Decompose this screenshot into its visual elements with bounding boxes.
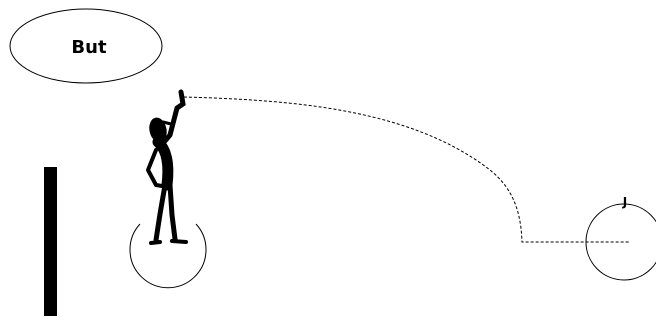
figure-position-circle <box>130 224 206 288</box>
wall-bar <box>44 167 57 316</box>
player-marker-label: J <box>622 195 627 209</box>
player-position: J <box>586 195 656 280</box>
stick-figure-icon <box>148 91 186 243</box>
dashed-trajectory <box>184 97 630 242</box>
goal-label: But <box>71 37 107 58</box>
goal-bubble: But <box>10 9 162 83</box>
